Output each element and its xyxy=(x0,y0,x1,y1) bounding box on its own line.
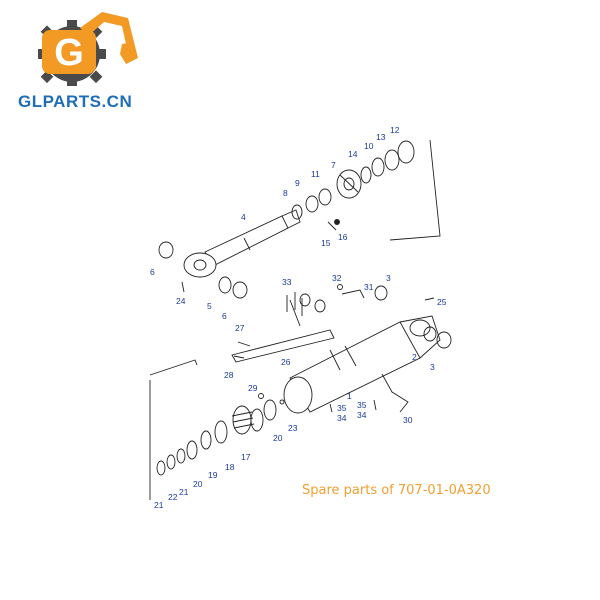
callout-labels: 1 2 3 3 4 5 6 6 7 8 9 10 11 12 13 14 15 … xyxy=(150,125,447,510)
callout-11: 11 xyxy=(311,169,320,179)
callout-9: 9 xyxy=(295,178,300,188)
cylinder-tube-part-1 xyxy=(283,315,441,414)
logo-letter-block xyxy=(42,30,96,74)
callout-12: 12 xyxy=(390,125,400,135)
pipe-clamp-part-30 xyxy=(381,373,409,413)
callout-3-lower: 3 xyxy=(430,362,435,372)
pipe-part-26-bend xyxy=(289,299,301,327)
callout-14: 14 xyxy=(348,149,358,159)
pipe-part-26 xyxy=(231,329,335,363)
callout-30: 30 xyxy=(403,415,413,425)
callout-18: 18 xyxy=(225,462,235,472)
grease-fitting-part-25 xyxy=(424,297,435,301)
lower-group-bracket xyxy=(149,359,198,376)
callout-28: 28 xyxy=(224,370,234,380)
bushing-part-6 xyxy=(232,281,248,299)
brand-name: GLPARTS.CN xyxy=(18,92,133,111)
callout-5: 5 xyxy=(207,301,212,311)
ring-part-9 xyxy=(305,195,319,213)
piston-rod-part xyxy=(183,209,301,278)
callout-35-right: 35 xyxy=(357,400,367,410)
seal-part-29 xyxy=(258,393,264,399)
piston-part-7 xyxy=(336,169,362,199)
callout-6-mid: 6 xyxy=(222,311,227,321)
callout-34-right: 34 xyxy=(357,410,367,420)
callout-13: 13 xyxy=(376,132,386,142)
callout-15: 15 xyxy=(321,238,331,248)
ring-part-21 xyxy=(156,460,166,476)
ring-part-22 xyxy=(166,454,176,470)
nut-part-16 xyxy=(334,219,340,225)
bushing-part-3-upper xyxy=(374,285,388,301)
grease-fitting-part-24 xyxy=(181,281,185,293)
callout-10: 10 xyxy=(364,141,374,151)
callout-33: 33 xyxy=(282,277,292,287)
ring-part-23 xyxy=(279,399,285,405)
callout-32: 32 xyxy=(332,273,342,283)
upper-group-bracket xyxy=(389,139,441,241)
ring-part-20 xyxy=(186,440,198,460)
ring-part-19 xyxy=(200,430,212,450)
excavator-arm-icon xyxy=(80,12,138,64)
ring-part-12 xyxy=(397,140,415,164)
callout-16: 16 xyxy=(338,232,348,242)
bushing-part-3-lower xyxy=(436,331,452,349)
callout-21-lower: 21 xyxy=(154,500,164,510)
callout-25: 25 xyxy=(437,297,447,307)
brand-logo: G xyxy=(38,12,138,86)
callout-29: 29 xyxy=(248,383,258,393)
callout-35-left: 35 xyxy=(337,403,347,413)
callout-17: 17 xyxy=(241,452,251,462)
callout-4: 4 xyxy=(241,212,246,222)
callout-27: 27 xyxy=(235,323,245,333)
callout-20-lower: 20 xyxy=(193,479,203,489)
piston-part-17 xyxy=(231,405,255,435)
callout-21-upper: 21 xyxy=(179,487,189,497)
ring-part-8 xyxy=(291,204,303,220)
bushing-part-2 xyxy=(423,326,437,342)
ring-part-13 xyxy=(384,149,400,171)
callout-3-upper: 3 xyxy=(386,273,391,283)
ring-part-20-upper xyxy=(263,399,277,421)
callout-24: 24 xyxy=(176,296,186,306)
bolt-part-32 xyxy=(337,284,343,290)
ring-part-21-upper xyxy=(176,448,186,464)
diagram-caption: Spare parts of 707-01-0A320 xyxy=(302,483,491,498)
callout-23: 23 xyxy=(288,423,298,433)
callout-20-upper: 20 xyxy=(273,433,283,443)
bolt-part-15 xyxy=(327,221,337,231)
clamp-part-33 xyxy=(286,292,326,316)
callout-1: 1 xyxy=(347,391,352,401)
flange-part-31 xyxy=(341,289,365,299)
callout-34-left: 34 xyxy=(337,413,347,423)
bushing-part-6-left xyxy=(158,241,174,259)
ring-part-11 xyxy=(318,188,332,206)
ring-part-14 xyxy=(360,166,372,184)
ring-part-10 xyxy=(371,157,385,177)
callout-22: 22 xyxy=(168,492,178,502)
bolt-part-28 xyxy=(233,355,245,359)
bolt-part-27 xyxy=(237,341,251,347)
callout-2: 2 xyxy=(412,352,417,362)
callout-7: 7 xyxy=(331,160,336,170)
ring-part-19-upper xyxy=(250,408,264,432)
seal-part-5 xyxy=(218,276,232,294)
callout-8: 8 xyxy=(283,188,288,198)
callout-26: 26 xyxy=(281,357,291,367)
callout-31: 31 xyxy=(364,282,374,292)
ring-part-18 xyxy=(214,420,228,444)
logo-letter: G xyxy=(54,32,84,74)
callout-19: 19 xyxy=(208,470,218,480)
callout-6-left: 6 xyxy=(150,267,155,277)
